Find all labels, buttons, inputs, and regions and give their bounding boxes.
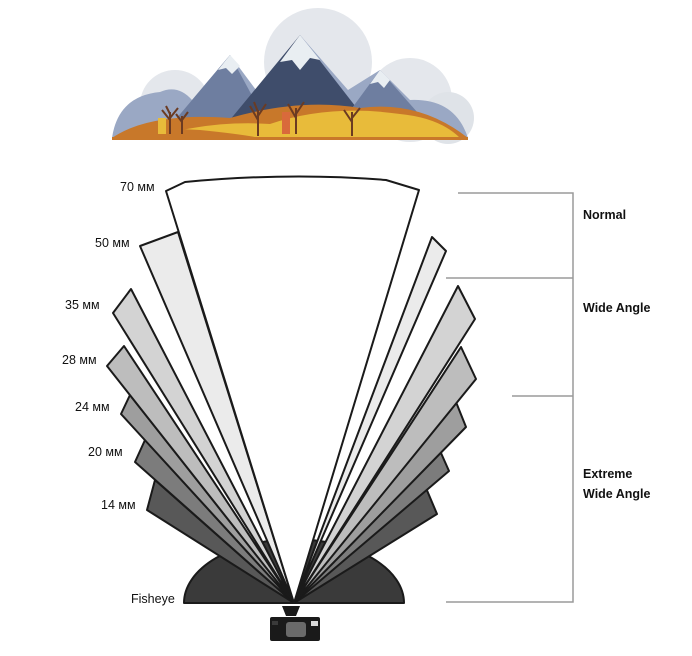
category-bracket xyxy=(446,192,574,603)
lens-labels: 70 мм 50 мм 35 мм 28 мм 24 мм 20 мм 14 м… xyxy=(62,180,175,606)
category-normal-label: Normal xyxy=(583,208,626,222)
lens-fan-group xyxy=(106,175,477,604)
lens-label-20mm: 20 мм xyxy=(88,445,123,459)
category-extreme-label-line2: Wide Angle xyxy=(583,487,651,501)
category-extreme-label-line1: Extreme xyxy=(583,467,632,481)
camera-icon xyxy=(270,606,320,641)
lens-label-24mm: 24 мм xyxy=(75,400,110,414)
lens-label-28mm: 28 мм xyxy=(62,353,97,367)
lens-label-70mm: 70 мм xyxy=(120,180,155,194)
mountain-landscape-icon xyxy=(112,8,474,144)
lens-label-14mm: 14 мм xyxy=(101,498,136,512)
lens-label-35mm: 35 мм xyxy=(65,298,100,312)
lens-label-fisheye: Fisheye xyxy=(131,592,175,606)
category-wide-angle-label: Wide Angle xyxy=(583,301,651,315)
category-labels: Normal Wide Angle Extreme Wide Angle xyxy=(583,208,651,501)
lens-fan-70mm xyxy=(165,175,420,604)
lens-label-50mm: 50 мм xyxy=(95,236,130,250)
